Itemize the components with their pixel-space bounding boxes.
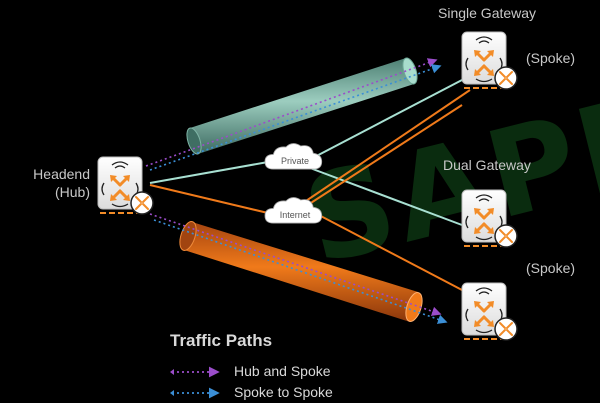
tunnel-private (145, 57, 442, 171)
single-gateway-role: (Spoke) (526, 50, 576, 66)
network-links (149, 79, 471, 291)
private-cloud-label: Private (280, 156, 309, 166)
single-gateway-device (460, 30, 519, 91)
dual-gateway-title: Dual Gateway (443, 157, 531, 173)
legend-item-spoke-spoke: Spoke to Spoke (234, 384, 333, 400)
dual-gateway-device-2 (460, 281, 519, 342)
dual-gateway-role: (Spoke) (526, 260, 576, 276)
headend-label-line2: (Hub) (54, 184, 90, 200)
internet-cloud-label: Internet (279, 210, 311, 220)
legend-item-hub-spoke: Hub and Spoke (234, 363, 331, 379)
single-gateway-title: Single Gateway (438, 5, 537, 21)
headend-label-line1: Headend (33, 166, 90, 182)
headend-device (96, 155, 155, 216)
legend-title: Traffic Paths (170, 331, 273, 350)
tunnel-internet (149, 213, 448, 324)
